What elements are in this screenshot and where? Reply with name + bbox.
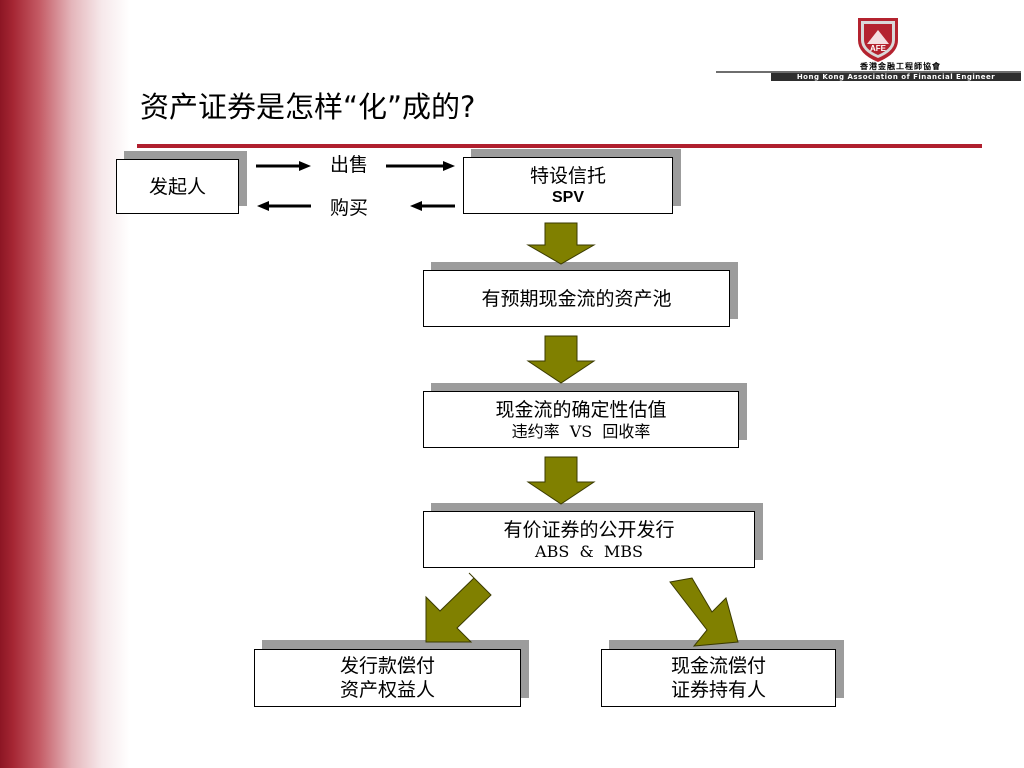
spv-abbrev: SPV [551,188,584,206]
issuance-subtitle: ABS & MBS [535,541,643,561]
org-name-cn: 香港金融工程師協會 [860,62,941,71]
right-output-box: 现金流偿付 证券持有人 [601,649,836,707]
left-output-line1: 发行款偿付 [339,655,435,677]
left-output-box: 发行款偿付 资产权益人 [254,649,521,707]
spv-title: 特设信托 [529,164,606,187]
originator-label: 发起人 [148,175,206,198]
down-arrow-3-icon [526,456,596,505]
down-arrow-1-icon [526,222,596,265]
asset-pool-label: 有预期现金流的资产池 [481,287,672,310]
org-name-en: Hong Kong Association of Financial Engin… [771,73,1021,81]
sell-arrow-right-icon [386,161,455,171]
left-output-line2: 资产权益人 [339,679,435,701]
certainty-subtitle: 违约率 VS 回收率 [511,421,651,441]
org-banner: 香港金融工程師協會 Hong Kong Association of Finan… [716,62,1021,81]
buy-arrow-left-icon [257,201,311,211]
asset-pool-box: 有预期现金流的资产池 [423,270,730,327]
sell-arrow-left-icon [256,161,311,171]
diagonal-arrow-right-icon [669,577,739,647]
left-gradient-band [0,0,130,768]
logo-emblem-text: AFE [870,44,887,53]
banner-rule [716,71,1021,73]
issuance-title: 有价证券的公开发行 [503,518,675,541]
afe-shield-logo-icon: AFE [858,18,898,62]
buy-arrow-right-icon [410,201,455,211]
title-underline [137,144,982,148]
diagonal-arrow-left-icon [425,572,492,643]
certainty-box: 现金流的确定性估值 违约率 VS 回收率 [423,391,739,448]
spv-box: 特设信托 SPV [463,157,673,214]
sell-label: 出售 [330,154,369,176]
issuance-box: 有价证券的公开发行 ABS & MBS [423,511,755,568]
down-arrow-2-icon [526,335,596,384]
right-output-line1: 现金流偿付 [670,655,766,677]
originator-box: 发起人 [116,159,239,214]
slide-title: 资产证券是怎样“化”成的? [140,90,476,124]
right-output-line2: 证券持有人 [670,679,766,701]
certainty-title: 现金流的确定性估值 [495,398,667,421]
buy-label: 购买 [330,197,369,219]
